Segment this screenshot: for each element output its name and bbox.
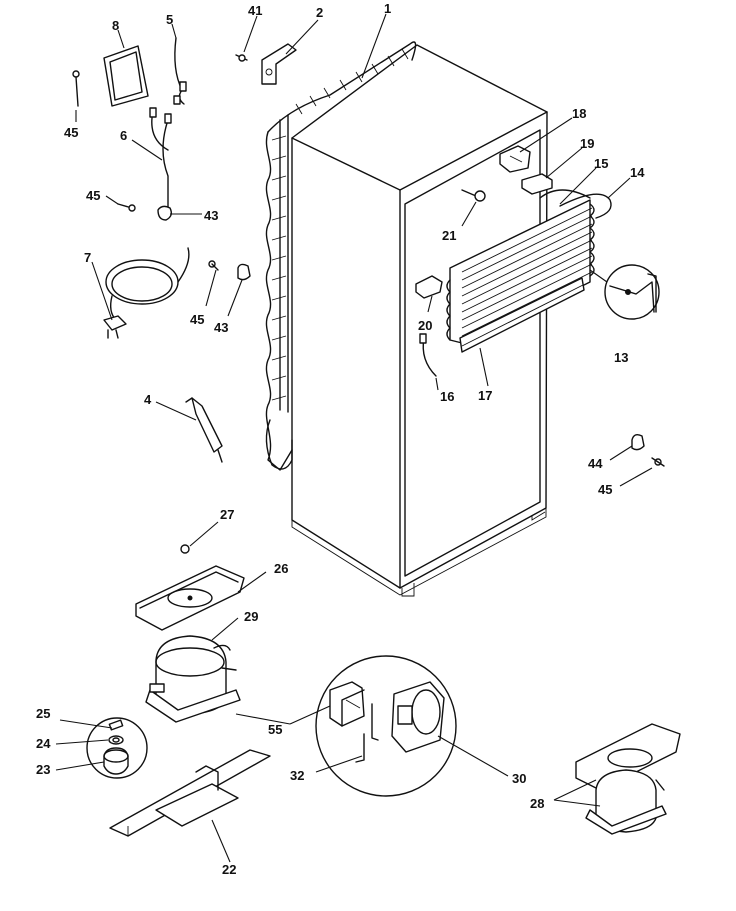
harness-16 [419,333,437,377]
callout-6: 6 [120,128,127,143]
wire-harness-6 [149,107,172,209]
relay-detail [315,655,457,797]
callout-8: 8 [112,18,119,33]
refrigerator-cabinet [291,44,548,597]
callout-45-b: 45 [86,188,100,203]
bracket-2 [261,43,297,85]
base-rail-22 [109,749,271,837]
screw-45b [117,203,136,212]
callout-7: 7 [84,250,91,265]
damper-18 [499,145,531,173]
drier-4 [185,397,223,463]
leader-lines [55,13,653,863]
callout-32: 32 [290,768,304,783]
callout-16: 16 [440,389,454,404]
callout-55: 55 [268,722,282,737]
screw-45c [208,260,219,271]
thermostat-20 [415,275,443,299]
clip-44 [631,433,645,451]
callout-22: 22 [222,862,236,877]
screw-45d [651,457,665,467]
callout-27: 27 [220,507,234,522]
callout-17: 17 [478,388,492,403]
callout-15: 15 [594,156,608,171]
sensor-21 [461,189,486,202]
drain-tray-17 [459,277,585,353]
callout-labels: 1 2 41 8 5 45 6 45 43 7 45 43 4 18 19 15… [36,1,645,877]
callout-29: 29 [244,609,258,624]
callout-2: 2 [316,5,323,20]
callout-44: 44 [588,456,603,471]
callout-41: 41 [248,3,262,18]
bracket-19 [521,173,553,195]
callout-19: 19 [580,136,594,151]
callout-43-a: 43 [204,208,218,223]
drain-pan-26 [135,565,245,631]
callout-24: 24 [36,736,51,751]
callout-45-a: 45 [64,125,78,140]
callout-14: 14 [630,165,645,180]
callout-5: 5 [166,12,173,27]
callout-45-c: 45 [190,312,204,327]
screw-45a [72,70,80,107]
callout-30: 30 [512,771,526,786]
callout-18: 18 [572,106,586,121]
callout-13: 13 [614,350,628,365]
bracket-8 [103,45,149,107]
callout-20: 20 [418,318,432,333]
callout-23: 23 [36,762,50,777]
nut-27 [180,544,190,554]
callout-21: 21 [442,228,456,243]
callout-4: 4 [144,392,152,407]
compressor-29 [145,635,241,723]
clip-43a [157,205,173,221]
wire-harness-5 [173,37,187,105]
callout-25: 25 [36,706,50,721]
screw-41 [235,54,248,62]
clip-43b [237,263,251,281]
grommet-detail [86,717,148,779]
callout-1: 1 [384,1,391,16]
evaporator-15 [446,189,612,345]
callout-45-d: 45 [598,482,612,497]
callout-26: 26 [274,561,288,576]
compressor-assembly-28 [575,723,681,835]
detail-13 [589,264,660,320]
power-cord-7 [103,247,190,339]
callout-43-b: 43 [214,320,228,335]
condenser-coil [265,41,417,471]
callout-28: 28 [530,796,544,811]
